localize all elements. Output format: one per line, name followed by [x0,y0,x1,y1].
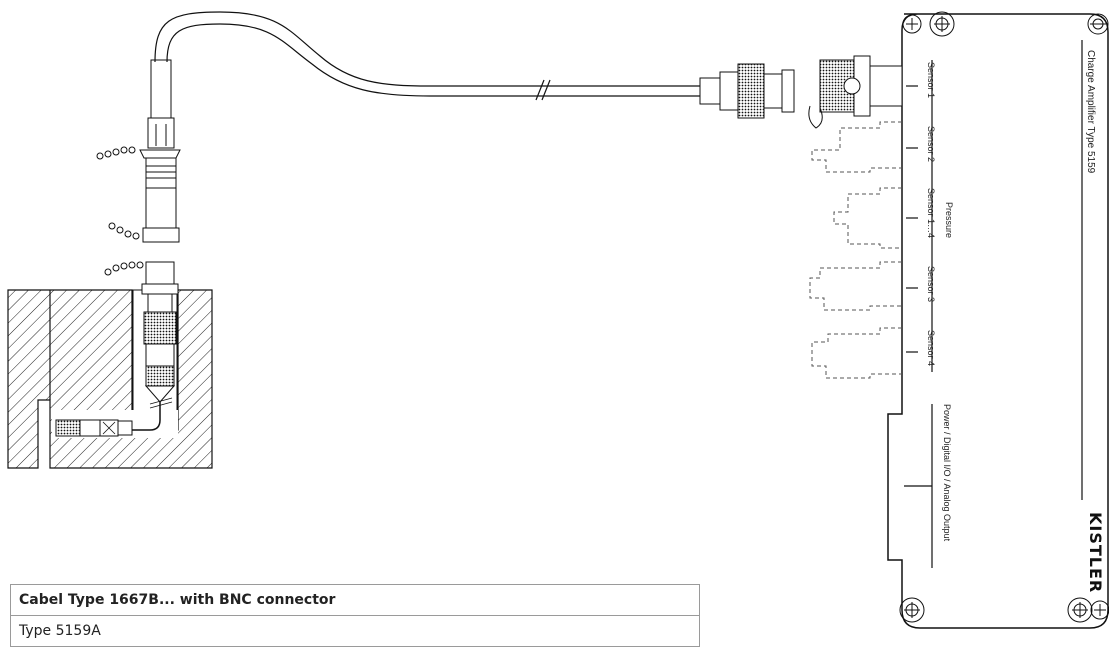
kistler-logo: KISTLER [1086,512,1105,593]
port-label-sensor2: Sensor 2 [926,126,936,162]
port-label-sensor1-4: Sensor 1…4 [926,188,936,238]
bnc-connector [699,63,795,119]
cable [154,11,700,101]
port-label-pressure: Pressure [944,202,954,238]
cable-type-cell: Cabel Type 1667B... with BNC connector [10,584,700,616]
port-label-sensor4: Sensor 4 [926,330,936,366]
mould-block [7,289,213,469]
amplifier-type-cell: Type 5159A [10,615,700,647]
connection-diagram: Sensor 1 Sensor 2 Pressure Sensor 1…4 Se… [7,11,1109,629]
cable-connector [139,59,181,243]
amplifier-title: Charge Amplifier Type 5159 [1085,50,1096,174]
port-label-sensor3: Sensor 3 [926,266,936,302]
bnc-socket-sensor1 [808,55,903,129]
info-table: Cabel Type 1667B... with BNC connector T… [10,584,700,647]
screw-icon [899,11,1109,623]
port-label-sensor1: Sensor 1 [926,62,936,98]
power-io-label: Power / Digital I/O / Analog Output [942,404,952,542]
info-row-type: Type 5159A [10,615,700,647]
unused-port-outlines [809,121,902,379]
cap-chain-upper [96,146,140,240]
pressure-sensor [55,261,179,437]
amplifier-housing [808,11,1109,629]
info-row-cable: Cabel Type 1667B... with BNC connector [10,584,700,616]
cap-chain-lower [104,261,144,276]
